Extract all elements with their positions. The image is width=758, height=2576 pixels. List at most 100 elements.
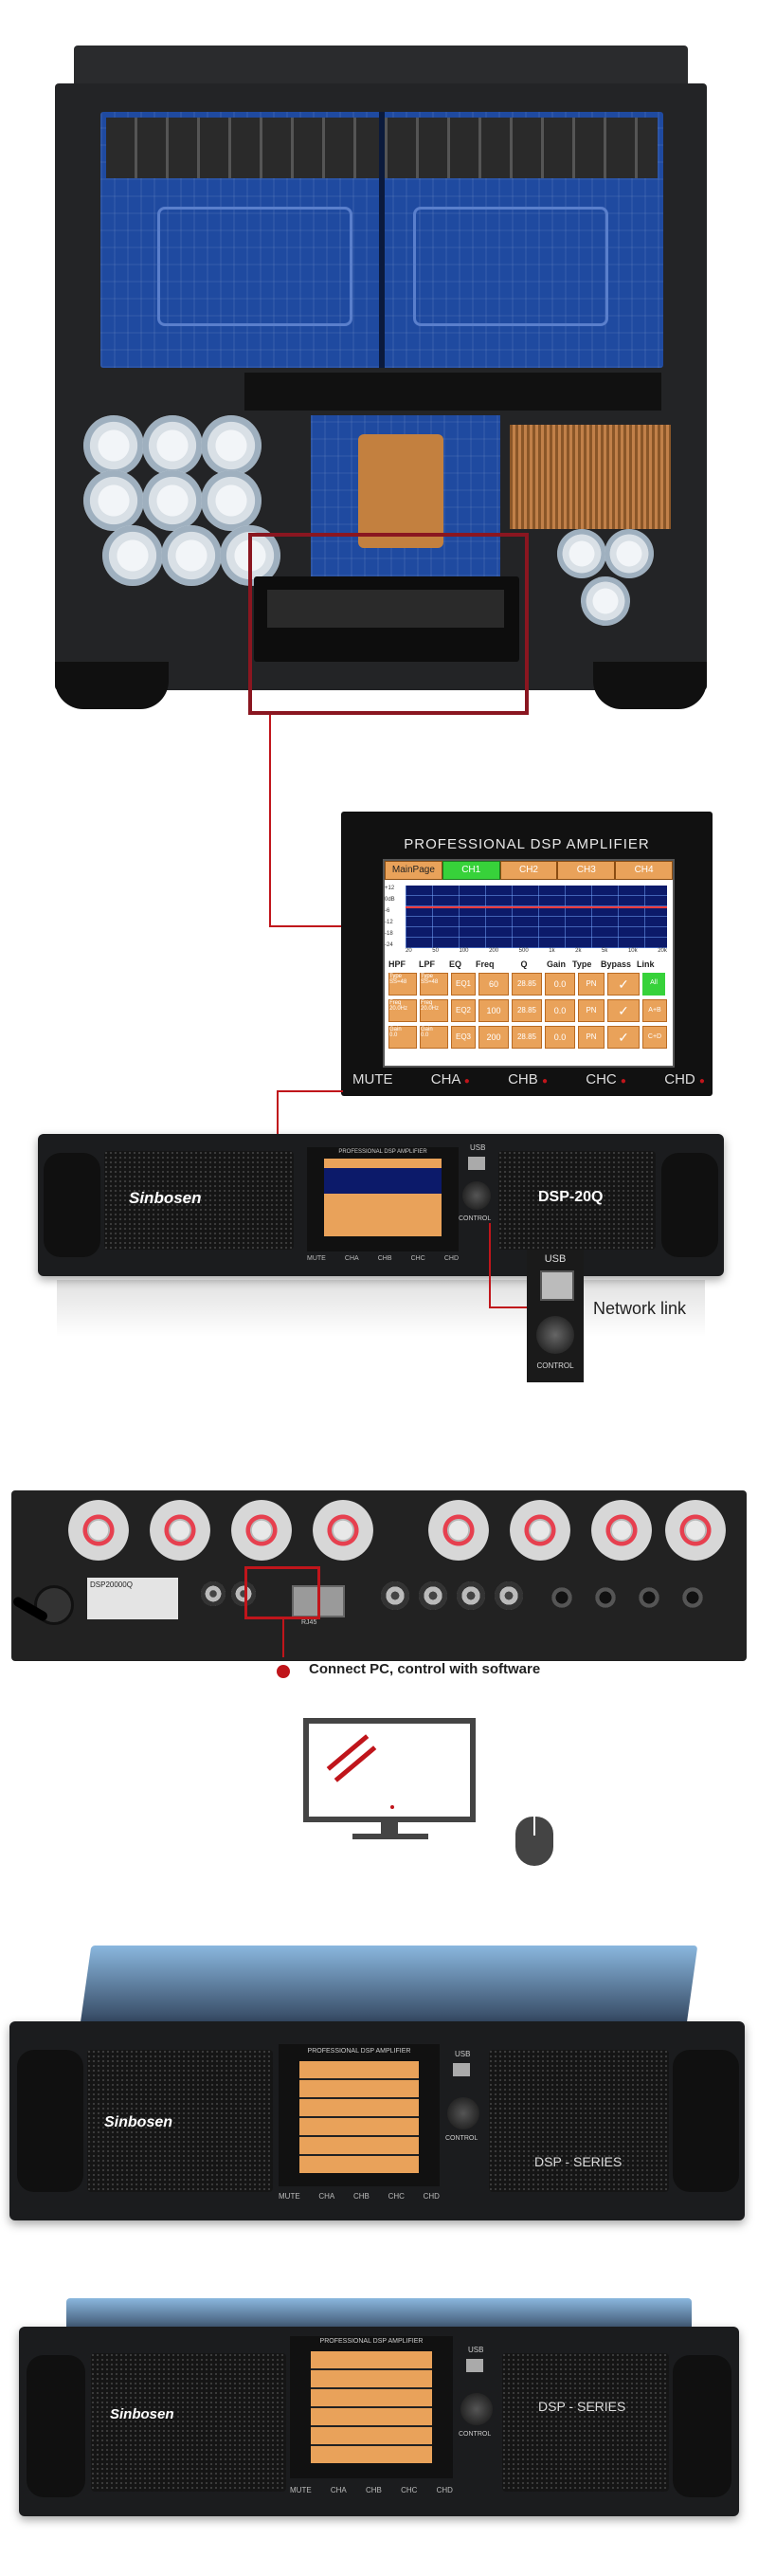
tab-ch4[interactable]: CH4 — [615, 861, 673, 880]
mute-label: MUTE — [307, 1255, 326, 1262]
hpf-type-cell[interactable]: Type SS=48 — [388, 973, 417, 996]
speakon-output[interactable] — [635, 1583, 663, 1612]
chc-label: CHC ● — [586, 1071, 626, 1087]
monitor-icon — [303, 1718, 483, 1841]
hpf-freq-cell[interactable]: Freq 20.0Hz — [388, 999, 417, 1022]
eq-x-axis: 20 50 100 200 500 1k 2k 5k 10k 20k — [406, 948, 667, 954]
link-cd-button[interactable]: C+D — [642, 1026, 667, 1049]
capacitor — [142, 470, 203, 531]
x-tick: 2k — [575, 948, 582, 954]
amp-front-panel-3: Sinbosen PROFESSIONAL DSP AMPLIFIER MUTE… — [19, 2327, 739, 2516]
connector-line-horizontal — [269, 925, 356, 927]
channel-indicator-row: MUTE CHA ● CHB ● CHC ● CHD ● — [352, 1071, 705, 1087]
model-label: DSP-20Q — [538, 1189, 604, 1205]
chc-label: CHC — [401, 2486, 418, 2494]
type-cell[interactable]: PN — [578, 973, 605, 996]
hpf-gain-cell[interactable]: Gain 0.0 — [388, 1026, 417, 1049]
tab-ch1[interactable]: CH1 — [442, 861, 500, 880]
input-xlr[interactable] — [495, 1581, 523, 1610]
power-board — [100, 112, 663, 368]
speakon-output[interactable] — [591, 1583, 620, 1612]
fan-row — [68, 1496, 726, 1564]
link-out-xlr[interactable] — [231, 1581, 256, 1606]
x-tick: 10k — [627, 948, 638, 954]
usb-port[interactable] — [466, 2359, 483, 2372]
input-xlr[interactable] — [419, 1581, 447, 1610]
front-lcd — [299, 2061, 419, 2173]
freq-cell[interactable]: 100 — [478, 999, 509, 1022]
gain-cell[interactable]: 0.0 — [545, 999, 575, 1022]
amp-internal-photo — [55, 46, 707, 719]
x-tick: 200 — [489, 948, 499, 954]
fan-icon — [313, 1500, 373, 1561]
control-knob[interactable] — [462, 1181, 491, 1210]
speakon-output[interactable] — [548, 1583, 576, 1612]
grille-left — [91, 2353, 286, 2492]
bypass-checkbox[interactable]: ✓ — [607, 999, 640, 1022]
q-cell[interactable]: 28.85 — [512, 999, 542, 1022]
header-q: Q — [520, 959, 528, 969]
heatsink — [510, 425, 671, 529]
control-knob[interactable] — [460, 2393, 493, 2425]
lpf-type-cell[interactable]: Type SS=48 — [420, 973, 448, 996]
link-all-button[interactable]: All — [642, 973, 665, 996]
gain-cell[interactable]: 0.0 — [545, 973, 575, 996]
freq-cell[interactable]: 200 — [478, 1026, 509, 1049]
x-tick: 5k — [602, 948, 608, 954]
screen-glare-2 — [334, 1745, 377, 1782]
amp-front-panel-1: Sinbosen PROFESSIONAL DSP AMPLIFIER MUTE… — [38, 1134, 724, 1276]
capacitor — [557, 529, 606, 578]
eq-cell[interactable]: EQ1 — [451, 973, 476, 996]
y-tick: -24 — [385, 942, 393, 948]
speakon-output[interactable] — [678, 1583, 707, 1612]
mouse-button-line — [533, 1817, 535, 1836]
chd-label: CHD — [443, 1255, 459, 1262]
x-tick: 20 — [406, 948, 412, 954]
caption-dot — [277, 1665, 290, 1678]
fan-icon — [510, 1500, 570, 1561]
screen-glare-1 — [326, 1734, 370, 1771]
usb-port[interactable] — [453, 2063, 470, 2076]
network-control-label: CONTROL — [536, 1361, 574, 1370]
input-xlr[interactable] — [457, 1581, 485, 1610]
eq-cell[interactable]: EQ3 — [451, 1026, 476, 1049]
front-screen-title: PROFESSIONAL DSP AMPLIFIER — [338, 1149, 427, 1155]
lpf-gain-cell[interactable]: Gain 0.0 — [420, 1026, 448, 1049]
type-cell[interactable]: PN — [578, 1026, 605, 1049]
capacitor — [161, 525, 222, 586]
cha-label: CHA — [330, 2486, 347, 2494]
freq-cell[interactable]: 60 — [478, 973, 509, 996]
dsp-screen-callout: PROFESSIONAL DSP AMPLIFIER MainPage CH1 … — [341, 812, 713, 1096]
bypass-checkbox[interactable]: ✓ — [607, 973, 640, 996]
fan-icon — [428, 1500, 489, 1561]
lpf-freq-cell[interactable]: Freq 20.0Hz — [420, 999, 448, 1022]
link-in-xlr[interactable] — [201, 1581, 226, 1606]
mouse-icon — [515, 1817, 553, 1866]
link-ab-button[interactable]: A+B — [642, 999, 667, 1022]
tab-ch2[interactable]: CH2 — [499, 861, 558, 880]
param-row: Gain 0.0 Gain 0.0 EQ3 200 28.85 0.0 PN ✓… — [388, 1026, 669, 1049]
control-knob[interactable] — [447, 2097, 479, 2129]
tab-mainpage[interactable]: MainPage — [385, 861, 442, 880]
center-board — [311, 415, 500, 576]
usb-port[interactable] — [468, 1157, 485, 1170]
network-usb-port[interactable] — [540, 1270, 574, 1301]
q-cell[interactable]: 28.85 — [512, 1026, 542, 1049]
y-tick: -12 — [385, 920, 393, 925]
gain-cell[interactable]: 0.0 — [545, 1026, 575, 1049]
capacitor — [83, 415, 144, 476]
input-xlr[interactable] — [381, 1581, 409, 1610]
x-tick: 1k — [549, 948, 555, 954]
tab-ch3[interactable]: CH3 — [557, 861, 616, 880]
bypass-checkbox[interactable]: ✓ — [607, 1026, 640, 1049]
network-control-knob[interactable] — [536, 1316, 574, 1354]
usb-label: USB — [470, 1143, 486, 1152]
q-cell[interactable]: 28.85 — [512, 973, 542, 996]
eq-cell[interactable]: EQ2 — [451, 999, 476, 1022]
param-row: Type SS=48 Type SS=48 EQ1 60 28.85 0.0 P… — [388, 973, 669, 996]
type-cell[interactable]: PN — [578, 999, 605, 1022]
dsp-module — [254, 576, 519, 662]
rj45-callout-line — [282, 1619, 284, 1657]
param-row: Freq 20.0Hz Freq 20.0Hz EQ2 100 28.85 0.… — [388, 999, 669, 1022]
front-screen: PROFESSIONAL DSP AMPLIFIER — [279, 2044, 440, 2186]
